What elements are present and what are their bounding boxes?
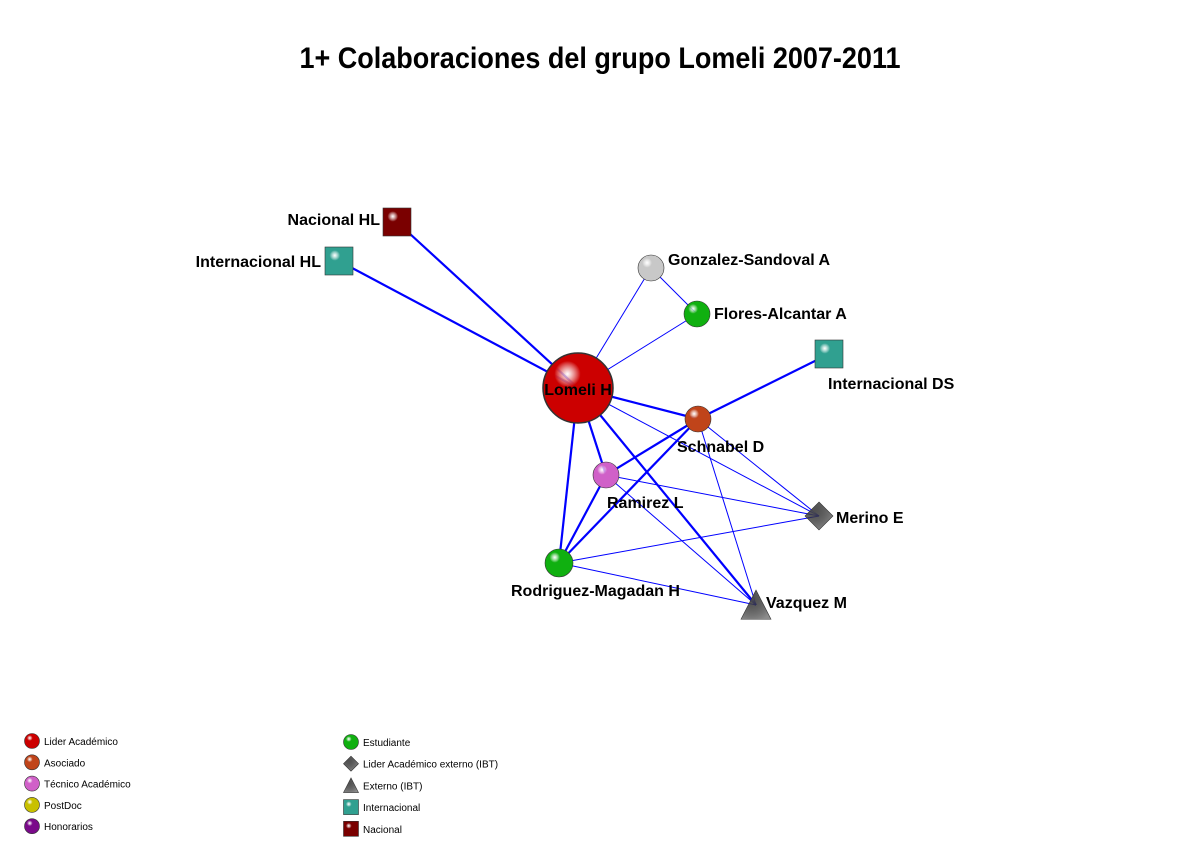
legend-item-postdoc: PostDoc xyxy=(24,797,82,813)
legend-square-icon xyxy=(343,799,359,815)
node-label: Flores-Alcantar A xyxy=(714,306,847,323)
edge-lomeli-vazquez xyxy=(577,387,757,606)
legend-label: Lider Académico externo (IBT) xyxy=(363,760,498,771)
edge-rodriguez-vazquez xyxy=(558,562,757,606)
square-node-icon xyxy=(324,246,354,276)
edge-ramirez-vazquez xyxy=(605,474,757,606)
node-label: Vazquez M xyxy=(766,595,847,612)
circle-node-icon xyxy=(544,548,574,578)
node-label: Rodriguez-Magadan H xyxy=(511,583,680,600)
legend-item-asociado: Asociado xyxy=(24,754,86,771)
legend-label: Técnico Académico xyxy=(44,780,131,791)
legend-item-lider: Lider Académico xyxy=(24,733,118,749)
node-intds[interactable]: Internacional DS xyxy=(814,339,955,393)
legend-circle-icon xyxy=(24,733,40,749)
edge-schnabel-ramirez xyxy=(605,418,699,476)
legend-triangle-icon xyxy=(343,777,359,793)
diagram-title: 1+ Colaboraciones del grupo Lomeli 2007-… xyxy=(299,42,901,75)
legend-label: Lider Académico xyxy=(44,737,118,748)
node-gonzalez[interactable]: Gonzalez-Sandoval A xyxy=(637,252,831,282)
node-vazquez[interactable]: Vazquez M xyxy=(740,589,847,620)
legend-label: Internacional xyxy=(363,803,420,814)
legend-circle-icon xyxy=(343,734,359,750)
legend-circle-icon xyxy=(24,797,40,813)
triangle-node-icon xyxy=(740,589,772,620)
edge-rodriguez-merino xyxy=(558,515,820,564)
node-schnabel[interactable]: Schnabel D xyxy=(677,405,764,456)
circle-node-icon xyxy=(684,405,712,433)
edge-ramirez-rodriguez xyxy=(558,474,607,564)
legend-item-tecnico: Técnico Académico xyxy=(24,775,131,792)
legend-label: Externo (IBT) xyxy=(363,781,422,792)
circle-node-icon xyxy=(637,254,665,282)
node-label: Merino E xyxy=(836,510,904,527)
node-nachl[interactable]: Nacional HL xyxy=(288,207,412,237)
square-node-icon xyxy=(382,207,412,237)
node-label: Internacional DS xyxy=(828,376,955,393)
edge-lomeli-inthl xyxy=(338,260,579,389)
legend-circle-icon xyxy=(24,754,40,771)
legend-item-lider_ext: Lider Académico externo (IBT) xyxy=(343,755,498,772)
legend-label: Honorarios xyxy=(44,822,93,833)
legend-item-nacional: Nacional xyxy=(343,820,402,837)
legend-diamond-icon xyxy=(343,755,359,772)
legend-label: Estudiante xyxy=(363,738,411,749)
edge-schnabel-intds xyxy=(697,353,830,420)
legend-circle-icon xyxy=(24,818,40,835)
nodes-layer: Lomeli H Nacional HL Internacional HL Gonza… xyxy=(196,207,955,620)
edge-schnabel-vazquez xyxy=(697,418,757,606)
node-label: Gonzalez-Sandoval A xyxy=(668,252,831,269)
legend-square-icon xyxy=(343,820,359,837)
node-merino[interactable]: Merino E xyxy=(804,501,904,531)
diamond-node-icon xyxy=(804,501,834,531)
edge-lomeli-nachl xyxy=(396,221,579,389)
node-label: Schnabel D xyxy=(677,439,764,456)
node-label: Lomeli H xyxy=(544,382,612,399)
node-inthl[interactable]: Internacional HL xyxy=(196,246,354,276)
legend-item-estudiante: Estudiante xyxy=(343,734,411,750)
circle-node-icon xyxy=(683,300,711,328)
node-label: Internacional HL xyxy=(196,254,322,271)
node-rodriguez[interactable]: Rodriguez-Magadan H xyxy=(511,548,680,600)
edge-lomeli-merino xyxy=(577,387,820,517)
legend-circle-icon xyxy=(24,775,40,792)
legend-label: PostDoc xyxy=(44,801,82,812)
edge-schnabel-rodriguez xyxy=(558,418,699,564)
legend-item-internacional: Internacional xyxy=(343,799,420,815)
node-label: Nacional HL xyxy=(288,212,381,229)
node-label: Ramirez L xyxy=(607,495,684,512)
edge-schnabel-merino xyxy=(697,418,820,517)
circle-node-icon xyxy=(542,352,614,424)
node-lomeli[interactable]: Lomeli H xyxy=(542,352,614,424)
square-node-icon xyxy=(814,339,844,369)
legend-label: Nacional xyxy=(363,825,402,836)
node-ramirez[interactable]: Ramirez L xyxy=(592,461,684,512)
legend-item-honorarios: Honorarios xyxy=(24,818,93,835)
legend-label: Asociado xyxy=(44,758,86,769)
edge-ramirez-merino xyxy=(605,474,820,517)
circle-node-icon xyxy=(592,461,620,489)
legend-item-externo: Externo (IBT) xyxy=(343,777,422,793)
node-flores[interactable]: Flores-Alcantar A xyxy=(683,300,847,328)
